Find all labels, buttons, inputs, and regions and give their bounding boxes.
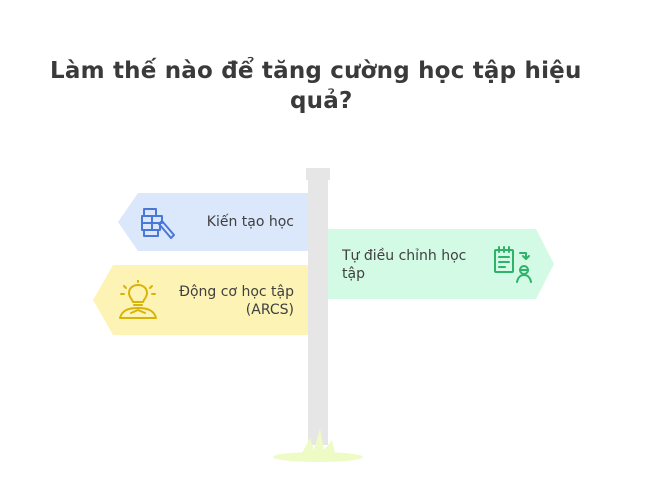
sign-label: Động cơ học tập (ARCS) xyxy=(179,283,294,319)
sign-label-line-1: Kiến tạo học xyxy=(206,214,294,230)
blocks-icon xyxy=(141,208,175,239)
title-line-1: Làm thế nào để tăng cường học tập hiệu xyxy=(50,58,582,84)
sign-label-line-1: Động cơ học tập xyxy=(179,284,294,300)
sign-constructivist-learning: Kiến tạo học xyxy=(118,193,308,251)
sign-label: Tự điều chỉnh học tập xyxy=(342,247,466,283)
grass-base xyxy=(273,428,363,462)
lightbulb-person-icon xyxy=(119,280,157,319)
title-line-2: quả? xyxy=(290,88,353,114)
signpost-pole xyxy=(308,170,328,445)
clipboard-person-icon xyxy=(492,245,532,285)
diagram-title: Làm thế nào để tăng cường học tập hiệu q… xyxy=(50,56,610,116)
sign-label-line-2: (ARCS) xyxy=(245,302,294,318)
sign-learning-motivation: Động cơ học tập (ARCS) xyxy=(93,265,308,335)
sign-label: Kiến tạo học xyxy=(207,213,294,231)
sign-label-line-2: tập xyxy=(342,266,365,282)
sign-label-line-1: Tự điều chỉnh học xyxy=(342,248,467,264)
sign-self-regulated-learning: Tự điều chỉnh học tập xyxy=(328,229,554,299)
